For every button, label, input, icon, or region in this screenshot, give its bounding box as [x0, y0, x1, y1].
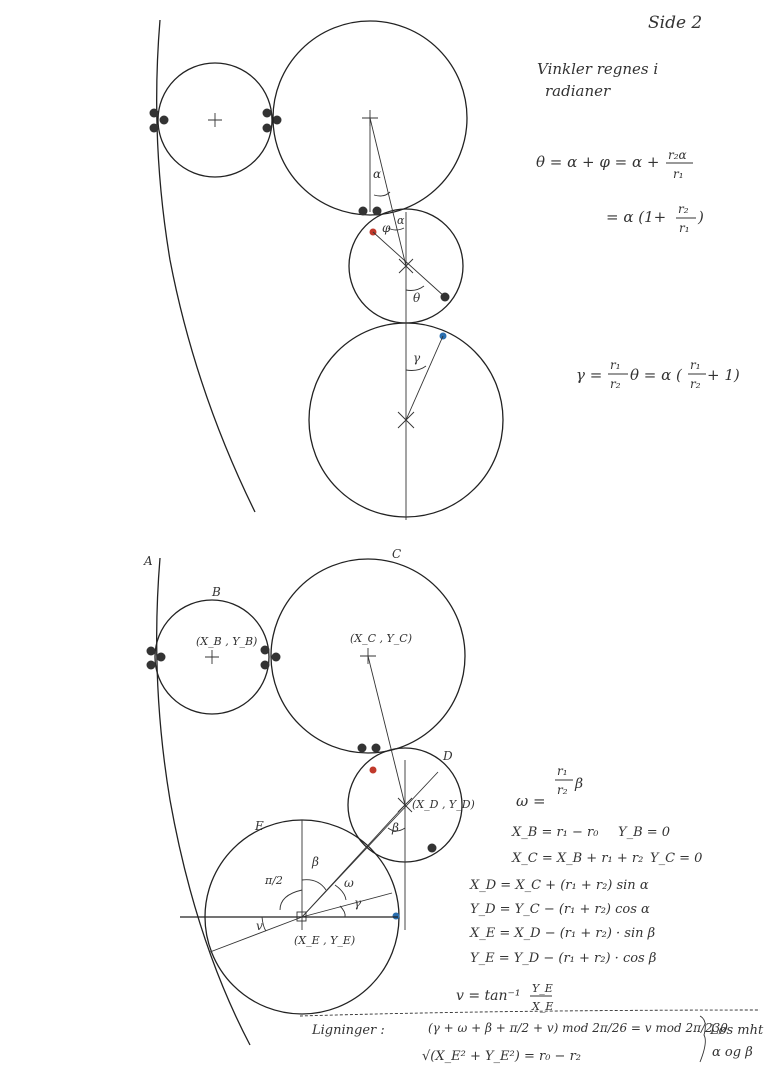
eq-theta-1-num: r₂α: [668, 148, 687, 162]
eq-theta-2: = α (1+: [606, 208, 666, 226]
eq-omega: ω =: [516, 792, 546, 810]
eq-gamma-den-2: r₂: [690, 377, 701, 391]
eq-yd: Y_D = Y_C − (r₁ + r₂) cos α: [470, 902, 650, 917]
label-beta-d: β: [391, 821, 399, 835]
label-phi: φ: [382, 221, 391, 235]
coord-c: (X_C , Y_C): [350, 632, 412, 645]
eq-omega-beta: β: [574, 776, 583, 792]
solve-line-1: Løs mht: [709, 1023, 764, 1038]
eq-theta-2-den: r₁: [679, 221, 690, 235]
eq-omega-num: r₁: [557, 764, 568, 778]
eq-gamma-num-2: r₁: [690, 358, 701, 372]
eq-v-den: X_E: [531, 1000, 553, 1013]
circle-c-bottom: [270, 558, 466, 754]
eq-omega-den: r₂: [557, 783, 568, 797]
bottom-diagram: A B (X_B , Y_B) C (X_C , Y_C) D (X_D , Y…: [143, 547, 475, 1046]
eq-yb: Y_B = 0: [618, 825, 670, 840]
label-alpha-2: α: [397, 214, 405, 227]
label-gamma-bottom: γ: [354, 896, 362, 910]
label-v: v: [256, 919, 263, 933]
label-gamma: γ: [413, 351, 421, 365]
outer-ring-arc-bottom: [156, 557, 251, 1046]
coord-b: (X_B , Y_B): [196, 635, 257, 648]
coord-d: (X_D , Y_D): [412, 798, 475, 811]
label-a: A: [143, 554, 153, 568]
label-beta-e: β: [311, 855, 319, 869]
circle-c-top: [272, 20, 468, 216]
eq-label: Ligninger :: [311, 1023, 385, 1038]
circle-b-top: [157, 62, 273, 178]
eq-gamma-num: r₁: [610, 358, 621, 372]
eq-main: (γ + ω + β + π/2 + v) mod 2π/26 = v mod …: [428, 1021, 728, 1035]
label-c: C: [392, 547, 401, 561]
page-label: Side 2: [648, 13, 702, 33]
eq-theta-1-den: r₁: [673, 167, 684, 181]
eq-theta-2-num: r₂: [678, 202, 689, 216]
eq-gamma-end: + 1): [707, 366, 740, 384]
bottom-equations: ω = r₁ r₂ β X_B = r₁ − r₀ Y_B = 0 X_C = …: [299, 764, 764, 1064]
label-omega: ω: [344, 876, 354, 890]
label-alpha: α: [373, 167, 381, 181]
eq-xb: X_B = r₁ − r₀: [511, 825, 599, 840]
label-e: E: [254, 819, 264, 833]
eq-theta-2-close: ): [697, 208, 704, 226]
eq-gamma: γ =: [576, 366, 602, 384]
eq-xc: X_C = X_B + r₁ + r₂: [511, 851, 643, 866]
solve-line-2: α og β: [712, 1045, 753, 1060]
center-mark-b-top: [208, 113, 222, 127]
eq-theta-1: θ = α + φ = α +: [536, 153, 659, 171]
label-b: B: [211, 585, 221, 599]
eq-ye: Y_E = Y_D − (r₁ + r₂) · cos β: [470, 951, 656, 966]
top-notes: Vinkler regnes i radianer θ = α + φ = α …: [536, 60, 740, 391]
eq-xd: X_D = X_C + (r₁ + r₂) sin α: [469, 878, 649, 893]
eq-gamma-den: r₂: [610, 377, 621, 391]
label-theta: θ: [413, 291, 421, 305]
eq-gamma-mid: θ = α (: [630, 366, 683, 384]
coord-e: (X_E , Y_E): [294, 934, 355, 947]
circle-b-bottom: [154, 599, 270, 715]
outer-ring-arc-top: [156, 19, 256, 513]
note-line-1: Vinkler regnes i: [537, 60, 658, 78]
label-d: D: [442, 749, 453, 763]
top-diagram: α φ α θ γ: [149, 19, 504, 520]
eq-second: √(X_E² + Y_E²) = r₀ − r₂: [422, 1049, 581, 1064]
note-line-2: radianer: [545, 82, 611, 100]
eq-yc: Y_C = 0: [650, 851, 702, 866]
label-pi-half: π/2: [264, 874, 283, 887]
eq-v: v = tan⁻¹: [456, 988, 521, 1004]
eq-v-num: Y_E: [532, 982, 553, 995]
eq-xe: X_E = X_D − (r₁ + r₂) · sin β: [469, 926, 655, 941]
